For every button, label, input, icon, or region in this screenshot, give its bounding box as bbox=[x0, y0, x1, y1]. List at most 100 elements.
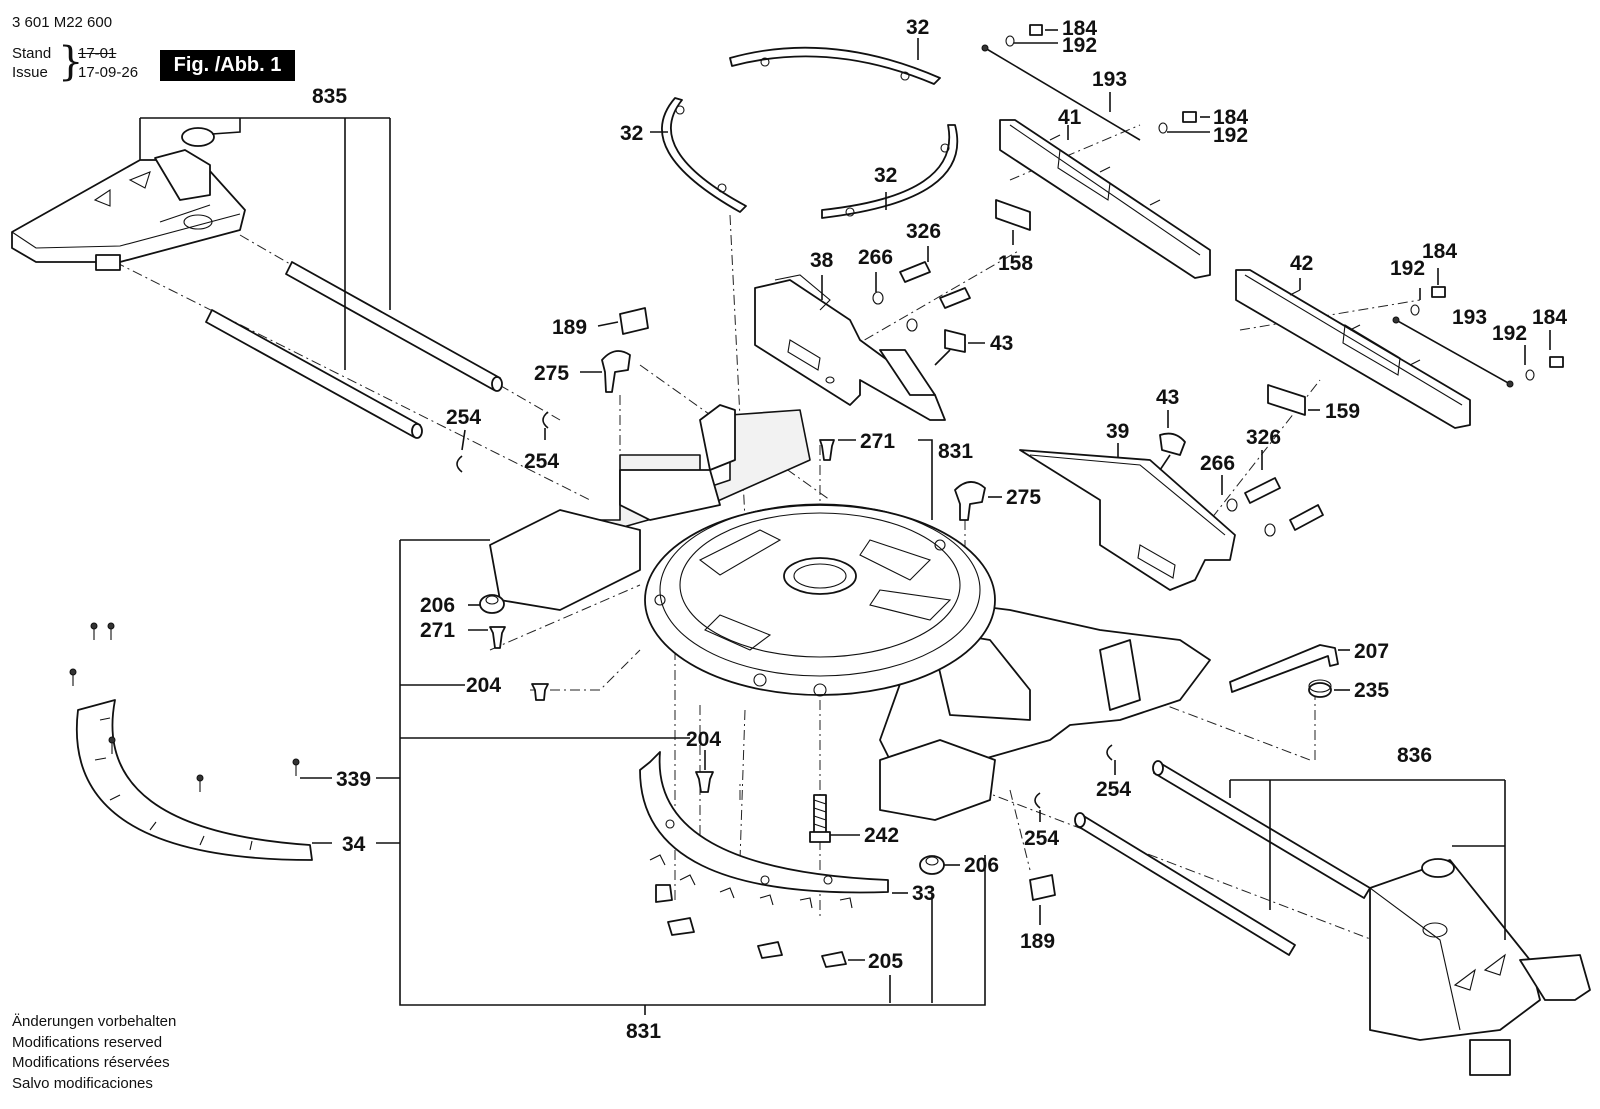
callout-326-a: 326 bbox=[906, 220, 941, 243]
callout-32-left: 32 bbox=[620, 122, 643, 145]
part-204-screw-lower bbox=[695, 771, 714, 793]
part-189-label-upper bbox=[619, 307, 649, 335]
part-271-screw-left bbox=[489, 626, 506, 649]
callout-836: 836 bbox=[1397, 744, 1432, 767]
callout-184-a: 184 bbox=[1062, 17, 1097, 40]
part-205-slide-nuts bbox=[655, 884, 847, 968]
note-spanish: Salvo modificaciones bbox=[12, 1074, 153, 1092]
callout-339: 339 bbox=[336, 768, 371, 791]
callout-326-b: 326 bbox=[1246, 426, 1281, 449]
callout-193-b: 193 bbox=[1452, 306, 1487, 329]
callout-43-b: 43 bbox=[1156, 386, 1179, 409]
issue-date: 17-09-26 bbox=[78, 64, 139, 81]
part-158-label bbox=[995, 199, 1031, 231]
guide-rods-left bbox=[205, 261, 503, 439]
callout-242: 242 bbox=[864, 824, 899, 847]
turntable bbox=[644, 503, 996, 697]
part-189-label-lower bbox=[1029, 874, 1056, 901]
callout-206-a: 206 bbox=[420, 594, 455, 617]
callout-158: 158 bbox=[998, 252, 1033, 275]
callout-32-top: 32 bbox=[906, 16, 929, 39]
callout-33: 33 bbox=[912, 882, 935, 905]
callout-254-d: 254 bbox=[1024, 827, 1059, 850]
stand-date: 17-01 bbox=[78, 45, 117, 62]
callout-204-a: 204 bbox=[466, 674, 501, 697]
callout-34: 34 bbox=[342, 833, 366, 856]
leader-lines bbox=[139, 29, 1551, 1015]
part-33-bevel-segment bbox=[639, 751, 889, 909]
part-43-knob-right bbox=[1159, 432, 1186, 471]
part-159-label bbox=[1267, 384, 1306, 416]
part-32-segments bbox=[661, 46, 959, 219]
part-242-bolt bbox=[809, 794, 831, 843]
figure-title: Fig. /Abb. 1 bbox=[160, 50, 295, 81]
part-206-nut-lower bbox=[919, 855, 945, 875]
callout-42: 42 bbox=[1290, 252, 1313, 275]
callout-193-a: 193 bbox=[1092, 68, 1127, 91]
callout-189-b: 189 bbox=[1020, 930, 1055, 953]
callout-254-c: 254 bbox=[1096, 778, 1131, 801]
brace-glyph: } bbox=[58, 39, 84, 85]
callout-266-a: 266 bbox=[858, 246, 893, 269]
callout-189-a: 189 bbox=[552, 316, 587, 339]
part-34-miter-scale bbox=[75, 699, 313, 861]
part-43-knob-left bbox=[934, 329, 966, 366]
callout-159: 159 bbox=[1325, 400, 1360, 423]
callout-184-c: 184 bbox=[1422, 240, 1457, 263]
notes-block: Änderungen vorbehalten Modifications res… bbox=[12, 1012, 176, 1094]
callout-39: 39 bbox=[1106, 420, 1129, 443]
part-206-nut-left bbox=[479, 594, 505, 614]
callout-184-b: 184 bbox=[1213, 106, 1248, 129]
callout-235: 235 bbox=[1354, 679, 1389, 702]
part-193-wire-upper bbox=[981, 24, 1197, 141]
part-836-right-extension bbox=[1369, 858, 1591, 1076]
part-204-screw-left bbox=[531, 683, 549, 701]
callout-184-d: 184 bbox=[1532, 306, 1567, 329]
callout-271-a: 271 bbox=[860, 430, 895, 453]
callout-831-b: 831 bbox=[626, 1020, 661, 1043]
callout-204-b: 204 bbox=[686, 728, 721, 751]
callout-207: 207 bbox=[1354, 640, 1389, 663]
callout-275-b: 275 bbox=[1006, 486, 1041, 509]
part-254-clips bbox=[456, 411, 1113, 809]
part-42-fence bbox=[1235, 269, 1471, 429]
part-207-hex-key bbox=[1229, 644, 1339, 693]
part-275-knob-upper bbox=[601, 350, 631, 393]
callout-192-c: 192 bbox=[1390, 257, 1425, 280]
callout-254-a: 254 bbox=[446, 406, 481, 429]
note-english: Modifications reserved bbox=[12, 1033, 163, 1051]
callout-192-b: 192 bbox=[1213, 124, 1248, 147]
guide-rods-right bbox=[1074, 760, 1371, 956]
callout-192-d: 192 bbox=[1492, 322, 1527, 345]
document-number: 3 601 M22 600 bbox=[12, 14, 113, 31]
callout-271-b: 271 bbox=[420, 619, 455, 642]
note-german: Änderungen vorbehalten bbox=[12, 1013, 177, 1030]
callout-254-b: 254 bbox=[524, 450, 559, 473]
part-39-fence-bracket bbox=[1019, 449, 1236, 591]
part-38-fence-bracket bbox=[754, 274, 946, 421]
callout-266-b: 266 bbox=[1200, 452, 1235, 475]
part-271-screw-center bbox=[819, 439, 835, 461]
part-275-knob-right bbox=[954, 481, 986, 521]
callout-831-a: 831 bbox=[938, 440, 973, 463]
callout-205: 205 bbox=[868, 950, 903, 973]
part-41-fence bbox=[999, 119, 1211, 279]
callout-38: 38 bbox=[810, 249, 834, 272]
callout-43-a: 43 bbox=[990, 332, 1013, 355]
part-235-knob bbox=[1308, 679, 1332, 698]
callout-labels: 835 32 32 32 184 192 193 184 192 41 158 … bbox=[312, 16, 1567, 1043]
issue-label: Issue bbox=[12, 64, 48, 81]
callout-835: 835 bbox=[312, 85, 347, 108]
part-835-left-extension bbox=[11, 127, 246, 271]
part-266-326-screws-left bbox=[872, 261, 971, 332]
part-266-326-screws-right bbox=[1226, 477, 1324, 537]
part-339-scale-screws bbox=[69, 622, 300, 792]
stand-label: Stand bbox=[12, 45, 52, 62]
callout-32-right: 32 bbox=[874, 164, 897, 187]
part-193-wire-lower bbox=[1392, 286, 1564, 388]
note-french: Modifications réservées bbox=[12, 1054, 170, 1071]
callout-206-b: 206 bbox=[964, 854, 999, 877]
callout-41: 41 bbox=[1058, 106, 1082, 129]
